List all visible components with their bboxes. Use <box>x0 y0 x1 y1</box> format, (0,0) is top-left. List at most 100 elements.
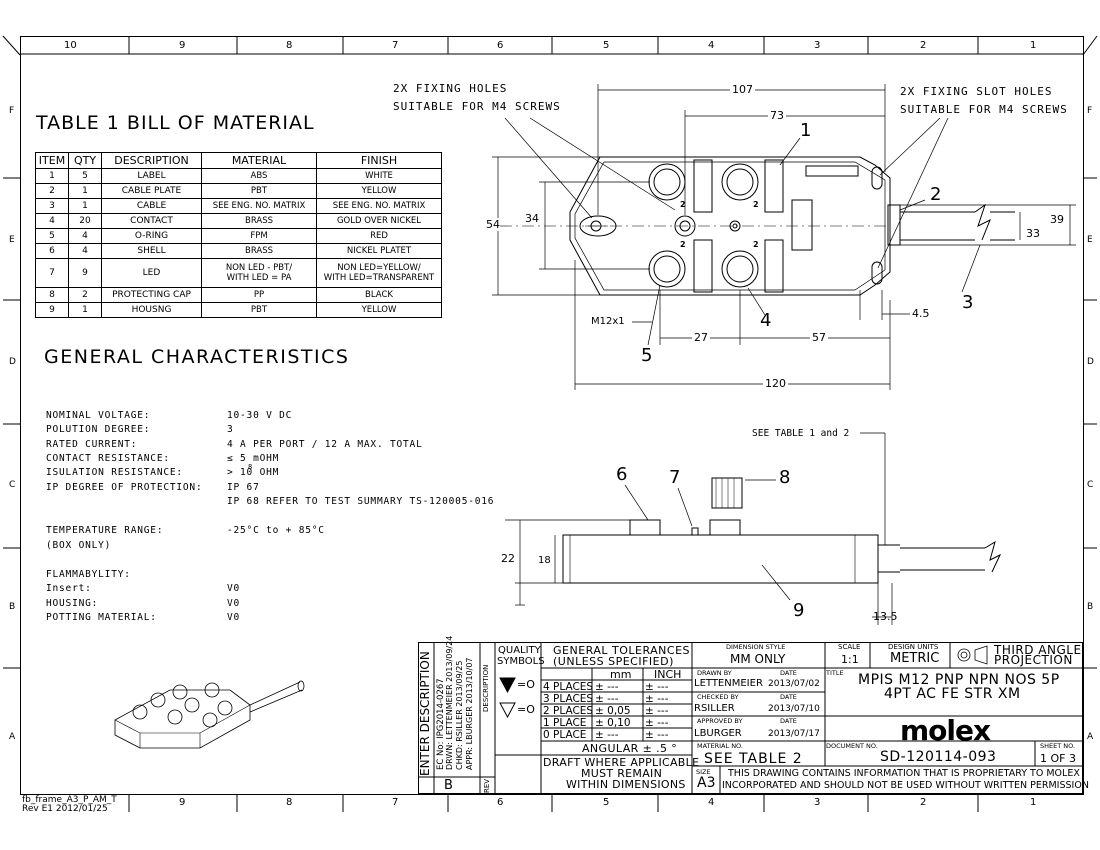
rev-label: REV <box>483 778 491 793</box>
spec-label: FLAMMABYLITY: <box>46 569 131 580</box>
bom-header: MATERIAL <box>201 152 317 169</box>
bom-cell: PP <box>201 287 317 303</box>
projection-label: PROJECTION <box>994 653 1073 667</box>
fixing-holes-note: 2X FIXING HOLES <box>393 82 508 95</box>
zone-number-top: 9 <box>179 40 186 51</box>
quality-symbol-2: =O <box>517 703 535 716</box>
quality-triangle-filled-icon <box>499 677 516 694</box>
drwn-entry: DRWN: LETTENMEIER 2013/09/24 <box>445 635 454 770</box>
zone-letter-left: D <box>9 357 16 367</box>
bom-cell: 4 <box>68 228 102 244</box>
tol-mm-header: mm <box>610 668 632 681</box>
scale-label: SCALE <box>838 643 861 651</box>
spec-label: POLUTION DEGREE: <box>46 424 151 435</box>
drawing-title: 4PT AC FE STR XM <box>884 686 1021 702</box>
tolerance-cell: 1 PLACE <box>543 717 587 729</box>
bom-title: TABLE 1 BILL OF MATERIAL <box>36 112 315 134</box>
bom-cell: SHELL <box>101 243 202 259</box>
zone-letter-right: F <box>1087 106 1093 116</box>
bom-cell: SEE ENG. NO. MATRIX <box>316 198 442 214</box>
dim-120: 120 <box>763 377 788 390</box>
approved-by: LBURGER <box>694 728 742 739</box>
bom-cell: RED <box>316 228 442 244</box>
checked-by: RSILLER <box>694 703 735 714</box>
dim-13-5: 13.5 <box>873 610 898 623</box>
spec-label: CONTACT RESISTANCE: <box>46 453 170 464</box>
top-view <box>500 156 1015 296</box>
see-table-note: SEE TABLE 1 and 2 <box>752 428 850 439</box>
zone-number-top: 1 <box>1030 40 1037 51</box>
bom-cell: 5 <box>68 168 102 184</box>
spec-label: (BOX ONLY) <box>46 540 112 551</box>
revision-letter: B <box>444 778 453 793</box>
bom-cell: PBT <box>201 302 317 318</box>
isometric-view <box>114 680 305 749</box>
isulation-exponent: 8 <box>248 463 254 471</box>
zone-number-bottom: 8 <box>286 797 293 808</box>
tolerance-cell: ± 0,10 <box>595 717 631 729</box>
pin-label: 2 <box>680 200 686 209</box>
spec-label: POTTING MATERIAL: <box>46 612 157 623</box>
zone-number-top: 3 <box>814 40 821 51</box>
spec-label: Insert: <box>46 583 92 594</box>
drawing-title: MPIS M12 PNP NPN NOS 5P <box>858 672 1060 688</box>
tolerance-cell: ± --- <box>645 693 669 705</box>
corner-mark <box>1082 35 1098 56</box>
bom-cell: YELLOW <box>316 183 442 199</box>
revision-block <box>420 777 434 791</box>
pin-label: 2 <box>753 240 759 249</box>
spec-label: NOMINAL VOLTAGE: <box>46 410 151 421</box>
zone-letter-left: F <box>9 106 15 116</box>
drawn-by: LETTENMEIER <box>694 678 763 689</box>
zone-number-top: 10 <box>64 40 77 51</box>
side-view <box>562 477 1002 584</box>
design-units: METRIC <box>890 651 940 666</box>
dim-22: 22 <box>501 552 515 565</box>
tolerance-cell: ± --- <box>595 681 619 693</box>
bom-header: QTY <box>68 152 102 169</box>
zone-number-bottom: 6 <box>497 797 504 808</box>
title-label: TITLE <box>826 669 844 677</box>
checked-date: 2013/07/10 <box>768 704 820 714</box>
bom-cell: BRASS <box>201 243 317 259</box>
bom-cell: NON LED=YELLOW/ WITH LED=TRANSPARENT <box>316 258 442 288</box>
bom-cell: 5 <box>35 228 69 244</box>
bom-cell: 6 <box>35 243 69 259</box>
tolerance-cell: ± --- <box>595 693 619 705</box>
dim-style: MM ONLY <box>730 652 786 666</box>
slot-holes-note: 2X FIXING SLOT HOLES <box>900 85 1053 98</box>
tolerance-cell: 2 PLACES <box>543 705 594 717</box>
zone-number-bottom: 2 <box>920 797 927 808</box>
description-label: DESCRIPTION <box>482 664 490 712</box>
tolerance-cell: ± --- <box>645 729 669 741</box>
draft-note: WITHIN DIMENSIONS <box>566 778 686 791</box>
balloon-8: 8 <box>779 467 791 488</box>
bom-cell: 7 <box>35 258 69 288</box>
zone-number-bottom: 3 <box>814 797 821 808</box>
zone-number-top: 4 <box>708 40 715 51</box>
draft-note: MUST REMAIN <box>581 767 663 780</box>
bom-header: FINISH <box>316 152 442 169</box>
dim-57: 57 <box>810 331 828 344</box>
bom-cell: 3 <box>35 198 69 214</box>
checked-by-label: CHECKED BY <box>697 693 739 701</box>
balloon-4: 4 <box>760 310 772 331</box>
bom-cell: 1 <box>68 183 102 199</box>
title-block-lines <box>418 642 1083 794</box>
quality-symbol-1: =O <box>517 678 535 691</box>
tolerance-cell: ± --- <box>645 681 669 693</box>
spec-value: IP 67 <box>227 482 260 493</box>
bom-cell: NICKEL PLATET <box>316 243 442 259</box>
balloon-6: 6 <box>616 464 628 485</box>
spec-value: 10-30 V DC <box>227 410 293 421</box>
bottom-zone-ticks <box>128 794 979 812</box>
bom-cell: FPM <box>201 228 317 244</box>
tolerance-cell: ± --- <box>645 717 669 729</box>
zone-letter-right: C <box>1087 480 1094 490</box>
draft-note: DRAFT WHERE APPLICABLE <box>543 756 700 769</box>
